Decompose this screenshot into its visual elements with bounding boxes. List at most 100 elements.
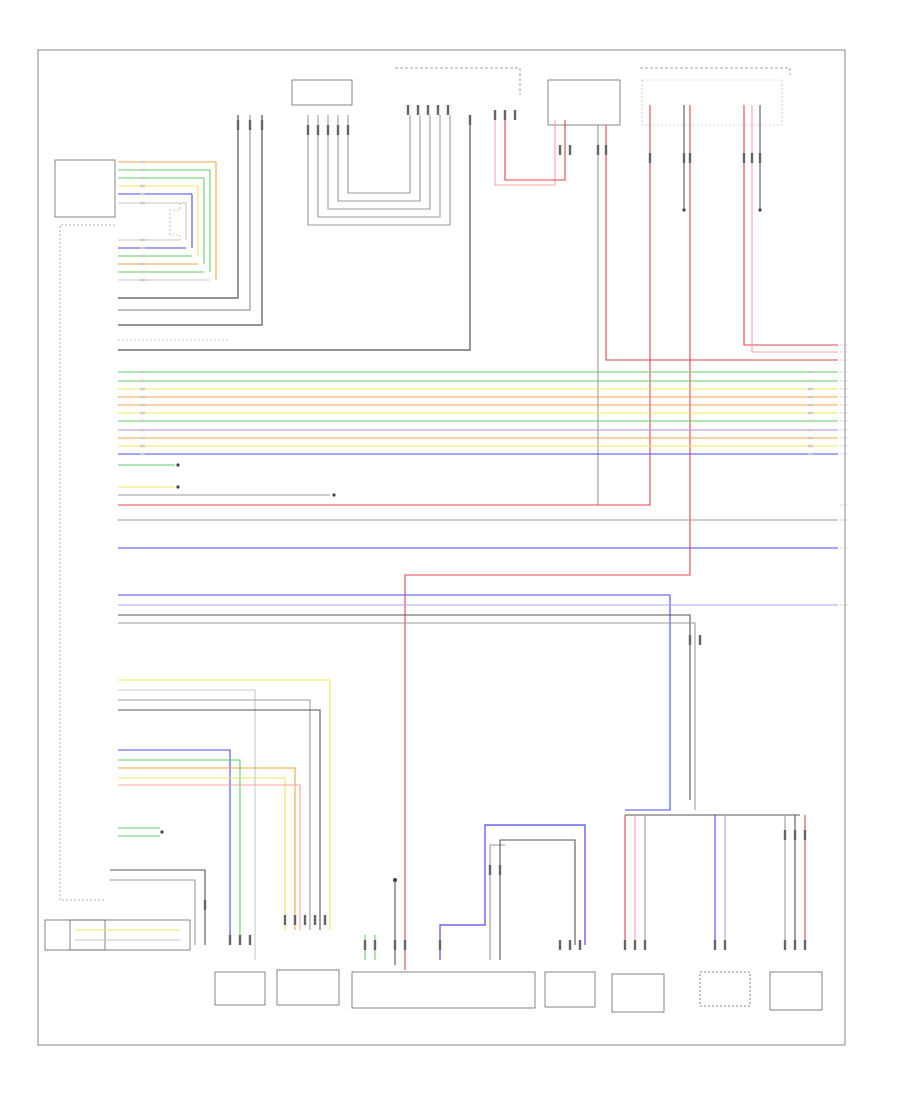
terminal-pin xyxy=(688,635,692,645)
terminal-pin xyxy=(248,120,252,130)
terminal-pin xyxy=(323,915,327,925)
main-module-top xyxy=(54,159,116,218)
wire-tag xyxy=(140,262,145,266)
wire-79 xyxy=(439,824,586,960)
terminal-pin xyxy=(426,105,430,115)
wire-68 xyxy=(118,777,286,930)
terminal-pin xyxy=(742,153,746,163)
wire-tag xyxy=(140,270,145,274)
splice-dot xyxy=(332,493,336,497)
terminal-pin xyxy=(446,105,450,115)
wire-35 xyxy=(404,105,691,970)
wire-59 xyxy=(625,800,671,811)
wire-25 xyxy=(317,115,441,218)
top-right-dashed xyxy=(640,67,791,75)
top-connector-dashed xyxy=(395,67,521,95)
wire-tag xyxy=(140,370,145,374)
wire-62 xyxy=(118,689,256,960)
bottom-module-7 xyxy=(769,971,823,1011)
terminal-pin xyxy=(558,940,562,950)
wire-18 xyxy=(169,203,181,240)
top-connector-b xyxy=(547,79,621,126)
wire-tag xyxy=(808,419,813,423)
terminal-pin xyxy=(723,940,727,950)
terminal-pin xyxy=(293,915,297,925)
terminal-pin xyxy=(238,935,242,945)
label-layer xyxy=(140,160,813,456)
wire-tag xyxy=(140,278,145,282)
terminal-pin xyxy=(236,120,240,130)
terminal-pin xyxy=(336,125,340,135)
wire-tag xyxy=(140,201,145,205)
wire-27 xyxy=(337,115,421,202)
terminal-pin xyxy=(623,940,627,950)
wire-65 xyxy=(118,749,231,935)
terminal-pin xyxy=(403,940,407,950)
splice-dot xyxy=(758,208,762,212)
wire-tag xyxy=(140,168,145,172)
wire-tag xyxy=(808,436,813,440)
wire-tag xyxy=(140,192,145,196)
wire-63 xyxy=(118,699,311,930)
terminal-pin xyxy=(283,915,287,925)
terminal-pin xyxy=(648,153,652,163)
terminal-pin xyxy=(493,110,497,120)
wire-tag xyxy=(808,379,813,383)
wire-tag xyxy=(140,411,145,415)
wire-tag xyxy=(140,403,145,407)
splice-dot xyxy=(176,463,180,467)
wire-tag xyxy=(808,395,813,399)
fuse-block xyxy=(641,79,783,126)
terminal-pin xyxy=(488,865,492,875)
terminal-pin xyxy=(303,915,307,925)
terminal-pin xyxy=(568,145,572,155)
wire-66 xyxy=(118,759,241,935)
wire-24 xyxy=(307,115,451,226)
terminal-pin xyxy=(313,915,317,925)
wire-73 xyxy=(110,879,196,945)
terminal-pin xyxy=(578,940,582,950)
splice-dot xyxy=(682,208,686,212)
top-connector-a xyxy=(291,79,353,106)
left-bottom-box xyxy=(44,919,106,951)
terminal-pin xyxy=(436,105,440,115)
wire-28 xyxy=(347,115,411,194)
wire-tag xyxy=(808,444,813,448)
wire-tag xyxy=(808,387,813,391)
terminal-pin xyxy=(633,940,637,950)
wire-tag xyxy=(140,395,145,399)
terminal-pin xyxy=(393,940,397,950)
wire-tag xyxy=(808,452,813,456)
terminal-pin xyxy=(688,153,692,163)
wire-33 xyxy=(118,105,651,506)
wire-tag xyxy=(140,254,145,258)
bottom-module-6 xyxy=(699,971,751,1007)
wire-72 xyxy=(110,869,206,945)
left-lower-connector xyxy=(69,919,191,951)
terminal-pin xyxy=(498,865,502,875)
wire-19 xyxy=(118,115,239,299)
terminal-pin xyxy=(513,110,517,120)
wire-80 xyxy=(489,844,505,960)
main-module-outline xyxy=(59,224,115,901)
splice-dot xyxy=(393,878,397,882)
terminal-pin xyxy=(503,110,507,120)
terminal-pin xyxy=(326,125,330,135)
terminal-pin xyxy=(346,125,350,135)
wire-69 xyxy=(118,784,301,930)
terminal-pin xyxy=(416,105,420,115)
wire-tag xyxy=(140,419,145,423)
wire-tag xyxy=(140,160,145,164)
wire-30 xyxy=(504,110,566,181)
wire-tag xyxy=(140,452,145,456)
terminal-pin xyxy=(558,145,562,155)
wire-tag xyxy=(140,379,145,383)
bottom-module-3 xyxy=(351,971,536,1009)
pin-layer xyxy=(160,105,807,950)
terminal-pin xyxy=(306,125,310,135)
terminal-pin xyxy=(758,153,762,163)
wire-58 xyxy=(118,622,696,810)
wire-26 xyxy=(327,115,431,210)
terminal-pin xyxy=(682,153,686,163)
terminal-pin xyxy=(803,830,807,840)
